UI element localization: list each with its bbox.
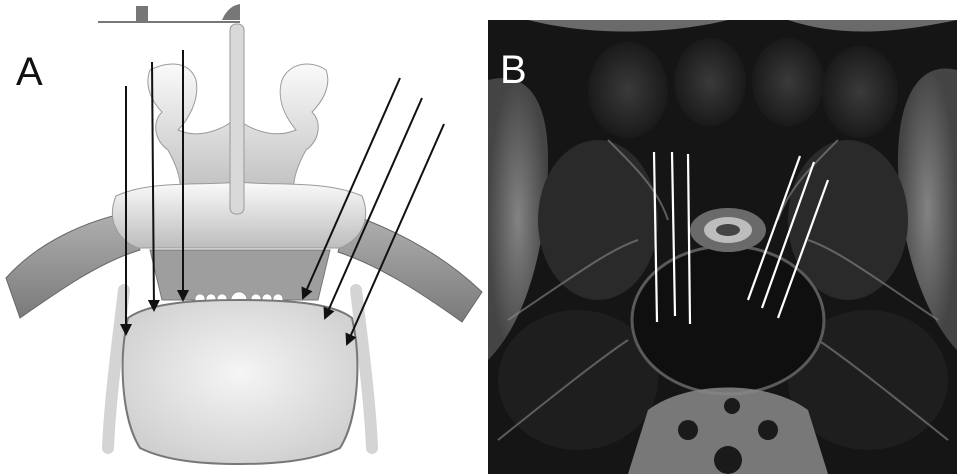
instrument-fragment [98,4,240,22]
panel-label-b: B [500,50,527,90]
panel-a: A [0,0,488,474]
mri-image [488,20,957,474]
posterior-elements [112,24,365,248]
vertebral-body [123,300,358,464]
panel-label-a: A [16,52,43,92]
panel-b: B [488,20,957,474]
vertebra-illustration [0,0,488,474]
